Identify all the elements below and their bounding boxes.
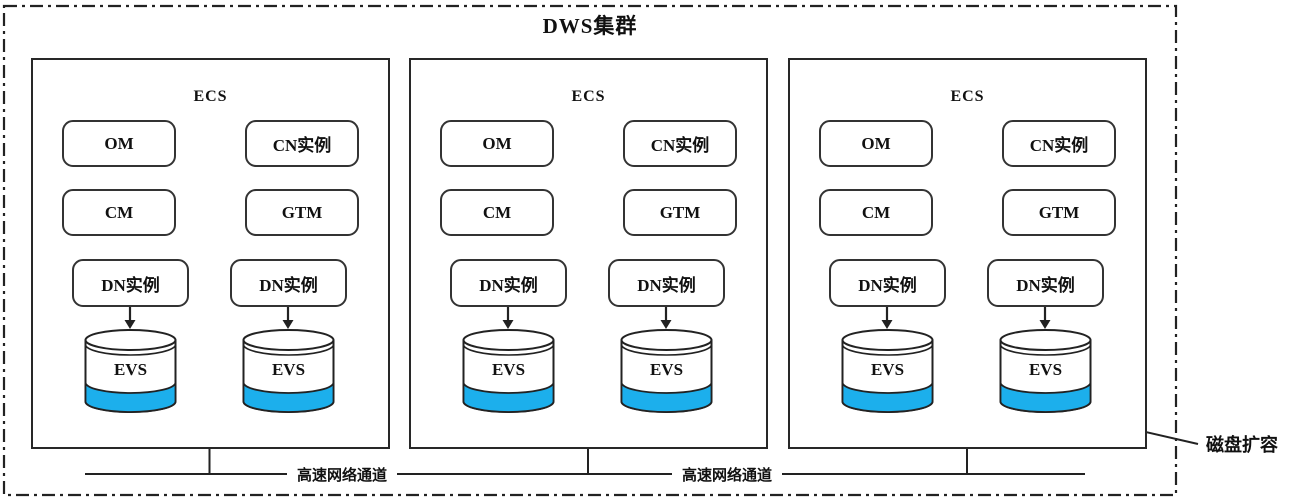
network-channel-label: 高速网络通道 [672,464,782,485]
disk-used-fill [462,382,555,413]
evs-disk-cylinder-icon: EVS [999,329,1092,413]
gtm-box: GTM [1002,189,1116,236]
disk-used-fill [84,382,177,413]
evs-label: EVS [1029,360,1062,379]
disk-used-fill [841,382,934,413]
dn-instance-box: DN实例 [829,259,946,307]
evs-label: EVS [650,360,683,379]
evs-label: EVS [114,360,147,379]
ecs-node-1: ECS OM CN实例 CM GTM DN实例 DN实例 EVS EVS [31,58,390,449]
evs-disk-cylinder-icon: EVS [620,329,713,413]
evs-disk-cylinder-icon: EVS [841,329,934,413]
cn-instance-box: CN实例 [1002,120,1116,167]
cm-box: CM [62,189,176,236]
cn-instance-box: CN实例 [623,120,737,167]
evs-label: EVS [871,360,904,379]
dn-instance-box: DN实例 [230,259,347,307]
evs-label: EVS [492,360,525,379]
disk-used-fill [620,382,713,413]
cm-box: CM [440,189,554,236]
gtm-box: GTM [623,189,737,236]
ecs-node-3: ECS OM CN实例 CM GTM DN实例 DN实例 EVS EVS [788,58,1147,449]
ecs-node-title: ECS [571,88,606,105]
dn-instance-box: DN实例 [450,259,567,307]
dn-instance-box: DN实例 [608,259,725,307]
arrow-down-icon [124,307,136,329]
disk-used-fill [999,382,1092,413]
ecs-node-2: ECS OM CN实例 CM GTM DN实例 DN实例 EVS EVS [409,58,768,449]
om-box: OM [440,120,554,167]
arrow-down-icon [660,307,672,329]
disk-expansion-label: 磁盘扩容 [1206,435,1278,455]
dn-instance-box: DN实例 [987,259,1104,307]
om-box: OM [62,120,176,167]
arrow-down-icon [282,307,294,329]
arrow-down-icon [1039,307,1051,329]
network-channel-label: 高速网络通道 [287,464,397,485]
ecs-node-title: ECS [193,88,228,105]
om-box: OM [819,120,933,167]
evs-disk-cylinder-icon: EVS [84,329,177,413]
arrow-down-icon [502,307,514,329]
cm-box: CM [819,189,933,236]
gtm-box: GTM [245,189,359,236]
arrow-down-icon [881,307,893,329]
dn-instance-box: DN实例 [72,259,189,307]
cn-instance-box: CN实例 [245,120,359,167]
disk-used-fill [242,382,335,413]
evs-disk-cylinder-icon: EVS [462,329,555,413]
evs-label: EVS [272,360,305,379]
diagram-title: DWS集群 [542,14,638,38]
evs-disk-cylinder-icon: EVS [242,329,335,413]
ecs-node-title: ECS [950,88,985,105]
cluster-dashed-border [2,4,1178,497]
